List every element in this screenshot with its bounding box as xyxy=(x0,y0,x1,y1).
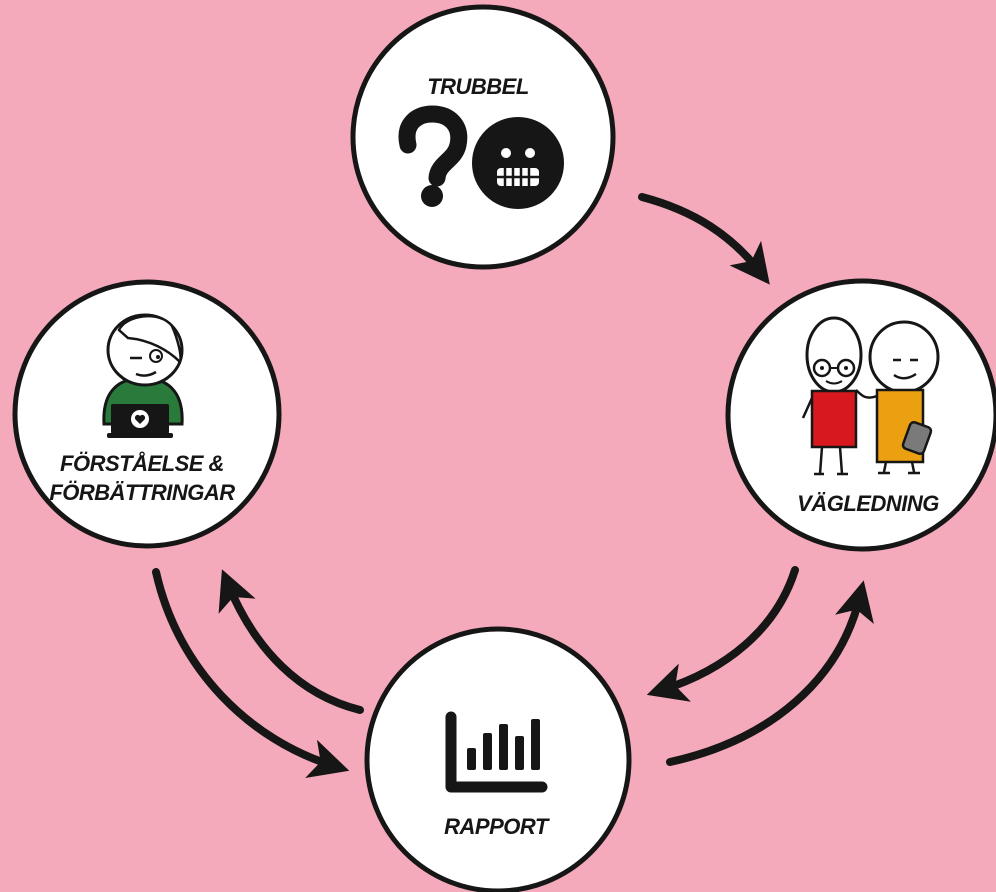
two-people-icon xyxy=(801,316,940,476)
arrow-rapport-to-vagledning xyxy=(666,580,874,766)
grimace-face-icon xyxy=(472,117,564,209)
arrow-forstaelse-to-rapport xyxy=(152,568,350,778)
arrows xyxy=(152,193,874,778)
node-label-forstaelse-line1: FÖRSTÅELSE & xyxy=(60,451,224,476)
node-circle xyxy=(364,626,632,892)
person-glasses xyxy=(801,316,863,476)
node-vagledning: VÄGLEDNING xyxy=(725,278,996,552)
arrow-rapport-to-forstaelse xyxy=(218,569,364,714)
node-trubbel: TRUBBEL xyxy=(350,4,616,270)
node-label-rapport: RAPPORT xyxy=(444,814,550,839)
node-forstaelse: FÖRSTÅELSE & FÖRBÄTTRINGAR xyxy=(12,279,282,549)
bar-chart-icon xyxy=(445,711,548,793)
node-label-trubbel: TRUBBEL xyxy=(427,74,529,99)
arrow-vagledning-to-rapport xyxy=(646,566,799,702)
person-with-laptop-icon xyxy=(102,313,184,438)
node-label-vagledning: VÄGLEDNING xyxy=(797,491,939,516)
node-label-forstaelse-line2: FÖRBÄTTRINGAR xyxy=(49,480,235,505)
question-mark-icon xyxy=(398,105,468,207)
heart-icon xyxy=(131,410,149,428)
node-rapport: RAPPORT xyxy=(364,626,632,892)
phone-icon xyxy=(901,420,933,456)
arrow-trubbel-to-vagledning xyxy=(638,193,770,285)
